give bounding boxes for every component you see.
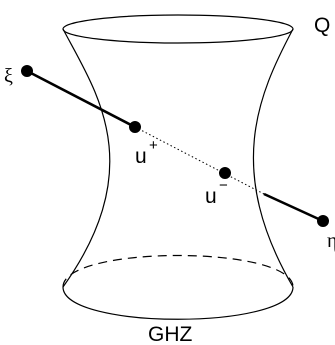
point-label-eta: η xyxy=(327,230,335,252)
point-u-minus xyxy=(219,167,231,179)
point-u-plus xyxy=(129,121,141,133)
u-minus-superscript: − xyxy=(219,177,228,194)
bottom-label-ghz: GHZ xyxy=(148,323,193,345)
point-eta xyxy=(317,215,329,227)
point-xi xyxy=(21,65,33,77)
top-rim xyxy=(62,14,294,44)
u-plus-superscript: + xyxy=(149,137,158,154)
bottom-rim-front xyxy=(62,286,294,320)
dotted-line-inside xyxy=(134,126,265,195)
surface-label-q: Q xyxy=(314,14,330,37)
line-to-eta xyxy=(263,192,324,223)
right-silhouette xyxy=(252,28,294,288)
point-label-xi: ξ xyxy=(4,65,13,87)
bottom-rim-back xyxy=(62,254,294,288)
line-xi-to-u-plus xyxy=(26,69,136,129)
u-plus-label: u xyxy=(135,145,147,168)
left-silhouette xyxy=(62,28,111,288)
u-minus-label: u xyxy=(205,185,217,208)
